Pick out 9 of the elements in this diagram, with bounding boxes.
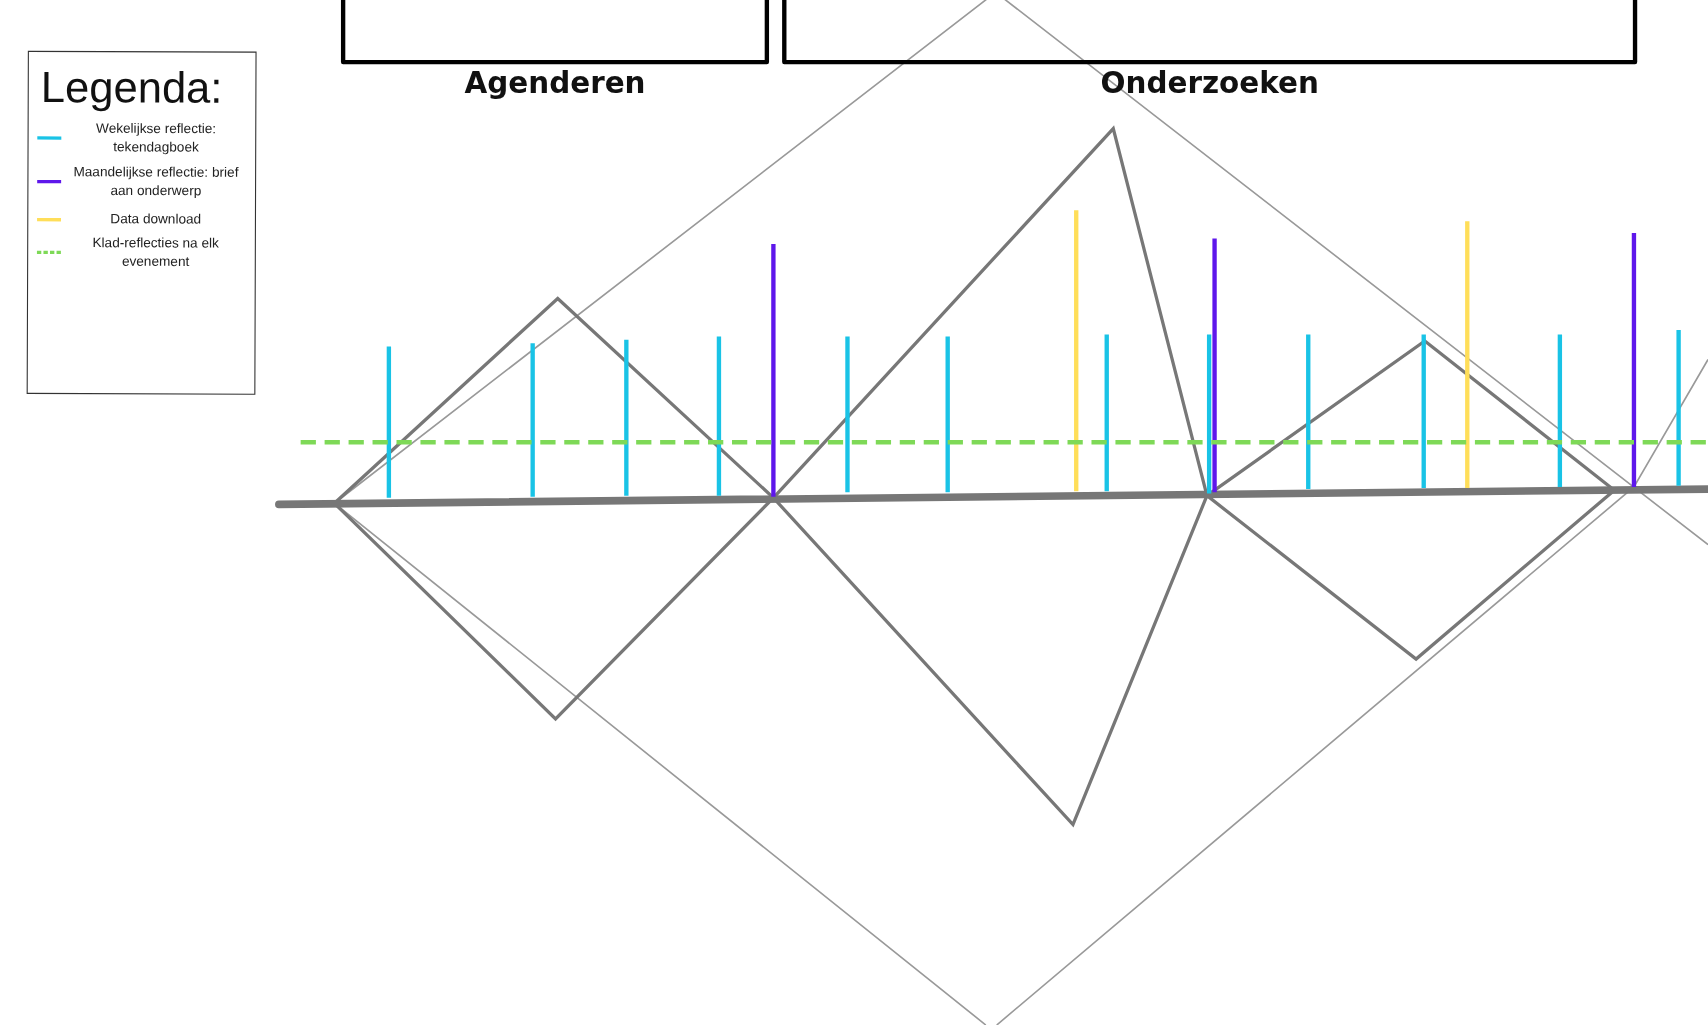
phase-box: [782, 0, 1638, 65]
phase-title: Onderzoeken: [1099, 65, 1320, 100]
legend-title: Legenda:: [40, 62, 223, 113]
legend-text: Data download: [109, 210, 203, 229]
phase-title: Agenderen: [463, 65, 647, 100]
legend-text: Wekelijkse reflectie: tekendagboek: [95, 119, 218, 157]
legend-text: Maandelijkse reflectie: brief aan onderwerp: [72, 163, 240, 201]
phase-box: [340, 0, 770, 65]
legend-text: Klad-reflecties na elk evenement: [91, 234, 220, 272]
